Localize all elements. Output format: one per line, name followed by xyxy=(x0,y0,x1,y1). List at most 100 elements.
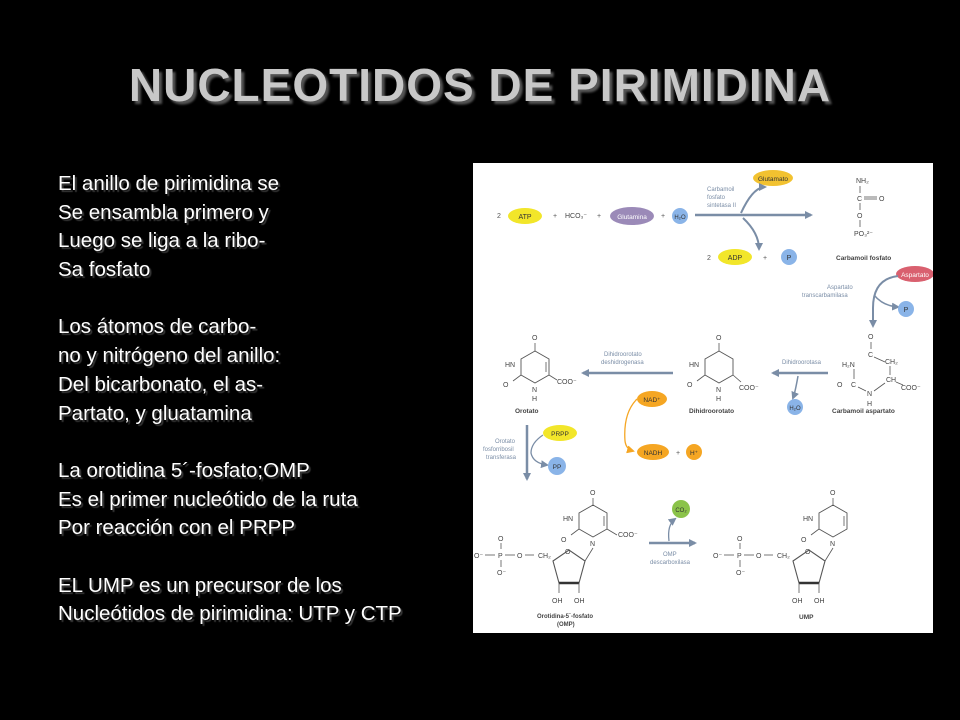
plus-sign: + xyxy=(597,213,601,220)
dihidroorotato-structure: O HN O N H COO⁻ Dihidroorotato xyxy=(687,335,759,415)
svg-text:HN: HN xyxy=(505,362,515,369)
text-line xyxy=(58,428,478,457)
svg-text:O: O xyxy=(503,382,509,389)
glutamato-label: Glutamato xyxy=(758,176,788,183)
h2o-circle xyxy=(672,208,688,224)
svg-text:O: O xyxy=(879,196,885,203)
hco3-label: HCO₃⁻ xyxy=(565,213,587,220)
svg-text:H₂N: H₂N xyxy=(842,362,855,369)
svg-text:OH: OH xyxy=(792,598,803,605)
svg-text:HN: HN xyxy=(803,516,813,523)
svg-text:CH₂: CH₂ xyxy=(885,359,898,366)
svg-text:NH₂: NH₂ xyxy=(856,178,869,185)
h2o-circle-2 xyxy=(787,399,803,415)
step1-reactants: 2 ATP + HCO₃⁻ + Glutamina + H₂O xyxy=(497,207,688,225)
arrow-to-co2 xyxy=(667,517,677,542)
glutamina-pill xyxy=(610,207,654,225)
svg-text:fosfato: fosfato xyxy=(707,195,726,201)
arrow-to-p xyxy=(873,294,900,311)
svg-text:P: P xyxy=(498,553,503,560)
svg-text:O: O xyxy=(868,334,874,341)
text-line: Se ensambla primero y xyxy=(58,200,269,224)
text-line: El anillo de pirimidina se xyxy=(58,172,280,195)
co2-label: CO₂ xyxy=(675,508,687,514)
svg-text:O⁻: O⁻ xyxy=(736,570,745,577)
carbamoil-aspartato-label: Carbamoil aspartato xyxy=(832,408,895,415)
svg-text:P: P xyxy=(737,553,742,560)
atp-pill xyxy=(508,208,542,224)
arrow-to-h2o xyxy=(791,375,799,400)
svg-text:N: N xyxy=(590,541,595,548)
nad-pill xyxy=(637,391,667,407)
text-line: La orotidina 5´-fosfato;OMP xyxy=(58,458,310,482)
text-line xyxy=(58,285,478,314)
text-line: Por reacción con el PRPP xyxy=(58,516,296,540)
svg-text:O: O xyxy=(857,213,863,220)
prpp-label: PRPP xyxy=(551,431,569,438)
svg-text:O: O xyxy=(590,490,596,497)
svg-text:O⁻: O⁻ xyxy=(497,570,506,577)
adp-pill xyxy=(718,249,752,265)
p-circle-2 xyxy=(898,301,914,317)
nadh-pill xyxy=(637,444,669,460)
svg-text:H: H xyxy=(867,401,872,408)
svg-text:O: O xyxy=(756,553,762,560)
svg-text:OH: OH xyxy=(814,598,825,605)
carbamoil-fosfato-label: Carbamoil fosfato xyxy=(836,255,891,262)
text-line: Es el primer nucleótido de la ruta xyxy=(58,487,358,511)
step1-products: 2 ADP + P xyxy=(707,249,797,265)
svg-text:O: O xyxy=(716,335,722,342)
svg-text:OH: OH xyxy=(574,598,585,605)
plus-sign: + xyxy=(553,213,557,220)
svg-text:OMP: OMP xyxy=(663,552,677,558)
text-line xyxy=(58,543,478,572)
svg-text:C: C xyxy=(851,382,856,389)
svg-text:transcarbamilasa: transcarbamilasa xyxy=(802,293,848,299)
arrow-to-glutamato xyxy=(740,183,767,214)
svg-text:O: O xyxy=(801,537,807,544)
atp-label: ATP xyxy=(518,214,531,221)
svg-text:CH₂: CH₂ xyxy=(777,553,790,560)
arrow-prpp-to-pp xyxy=(530,434,549,469)
p-circle xyxy=(781,249,797,265)
svg-text:O: O xyxy=(737,536,743,543)
step1-enzyme-label: Carbamoil fosfato sintetasa II xyxy=(707,187,736,209)
aspartato-label: Aspartato xyxy=(901,272,929,279)
aspartato-pill xyxy=(896,266,933,282)
slide-title: NUCLEOTIDOS DE PIRIMIDINA xyxy=(128,59,832,111)
h2o-label-2: H₂O xyxy=(789,406,801,412)
svg-text:sintetasa II: sintetasa II xyxy=(707,203,736,209)
svg-text:deshidrogenasa: deshidrogenasa xyxy=(601,360,644,366)
bullet-text: El anillo de pirimidina se Se ensambla p… xyxy=(58,170,478,629)
carbamoil-fosfato-structure: NH₂ C O O PO₃²⁻ Carbamoil fosfato xyxy=(836,178,891,262)
nad-label: NAD⁺ xyxy=(643,397,661,404)
pp-circle xyxy=(548,457,566,475)
svg-text:O: O xyxy=(805,549,811,556)
svg-text:O: O xyxy=(498,536,504,543)
svg-text:H: H xyxy=(532,396,537,403)
svg-text:descarboxilasa: descarboxilasa xyxy=(650,560,691,566)
omp-structure: O HN O N COO⁻ O CH₂ O P O⁻ O O⁻ OH OH Or… xyxy=(474,490,638,628)
text-line: Partato, y gluatamina xyxy=(58,401,252,425)
pp-label: PP xyxy=(553,464,562,471)
pyrimidine-pathway-diagram: 2 ATP + HCO₃⁻ + Glutamina + H₂O Carbamoi… xyxy=(474,170,933,628)
svg-text:transferasa: transferasa xyxy=(486,455,517,461)
glutamina-label: Glutamina xyxy=(617,214,647,221)
svg-text:CH: CH xyxy=(886,377,896,384)
svg-text:PO₃²⁻: PO₃²⁻ xyxy=(854,231,873,238)
svg-text:O⁻: O⁻ xyxy=(474,553,483,560)
coef-adp: 2 xyxy=(707,255,711,262)
step5-enzyme-label: Orotato fosforribosil transferasa xyxy=(483,439,517,461)
svg-text:Carbamoil: Carbamoil xyxy=(707,187,734,193)
arrow-step2 xyxy=(869,275,899,328)
plus-sign: + xyxy=(661,213,665,220)
svg-text:COO⁻: COO⁻ xyxy=(557,379,577,386)
text-line: Del bicarbonato, el as- xyxy=(58,372,264,396)
svg-text:HN: HN xyxy=(689,362,699,369)
glutamato-pill xyxy=(753,170,793,186)
svg-text:O: O xyxy=(830,490,836,497)
omp-label-abbr: (OMP) xyxy=(557,622,575,628)
svg-text:CH₂: CH₂ xyxy=(538,553,551,560)
svg-text:COO⁻: COO⁻ xyxy=(618,532,638,539)
ump-structure: O HN O N O CH₂ O P O⁻ O O⁻ OH OH UMP xyxy=(713,490,848,621)
